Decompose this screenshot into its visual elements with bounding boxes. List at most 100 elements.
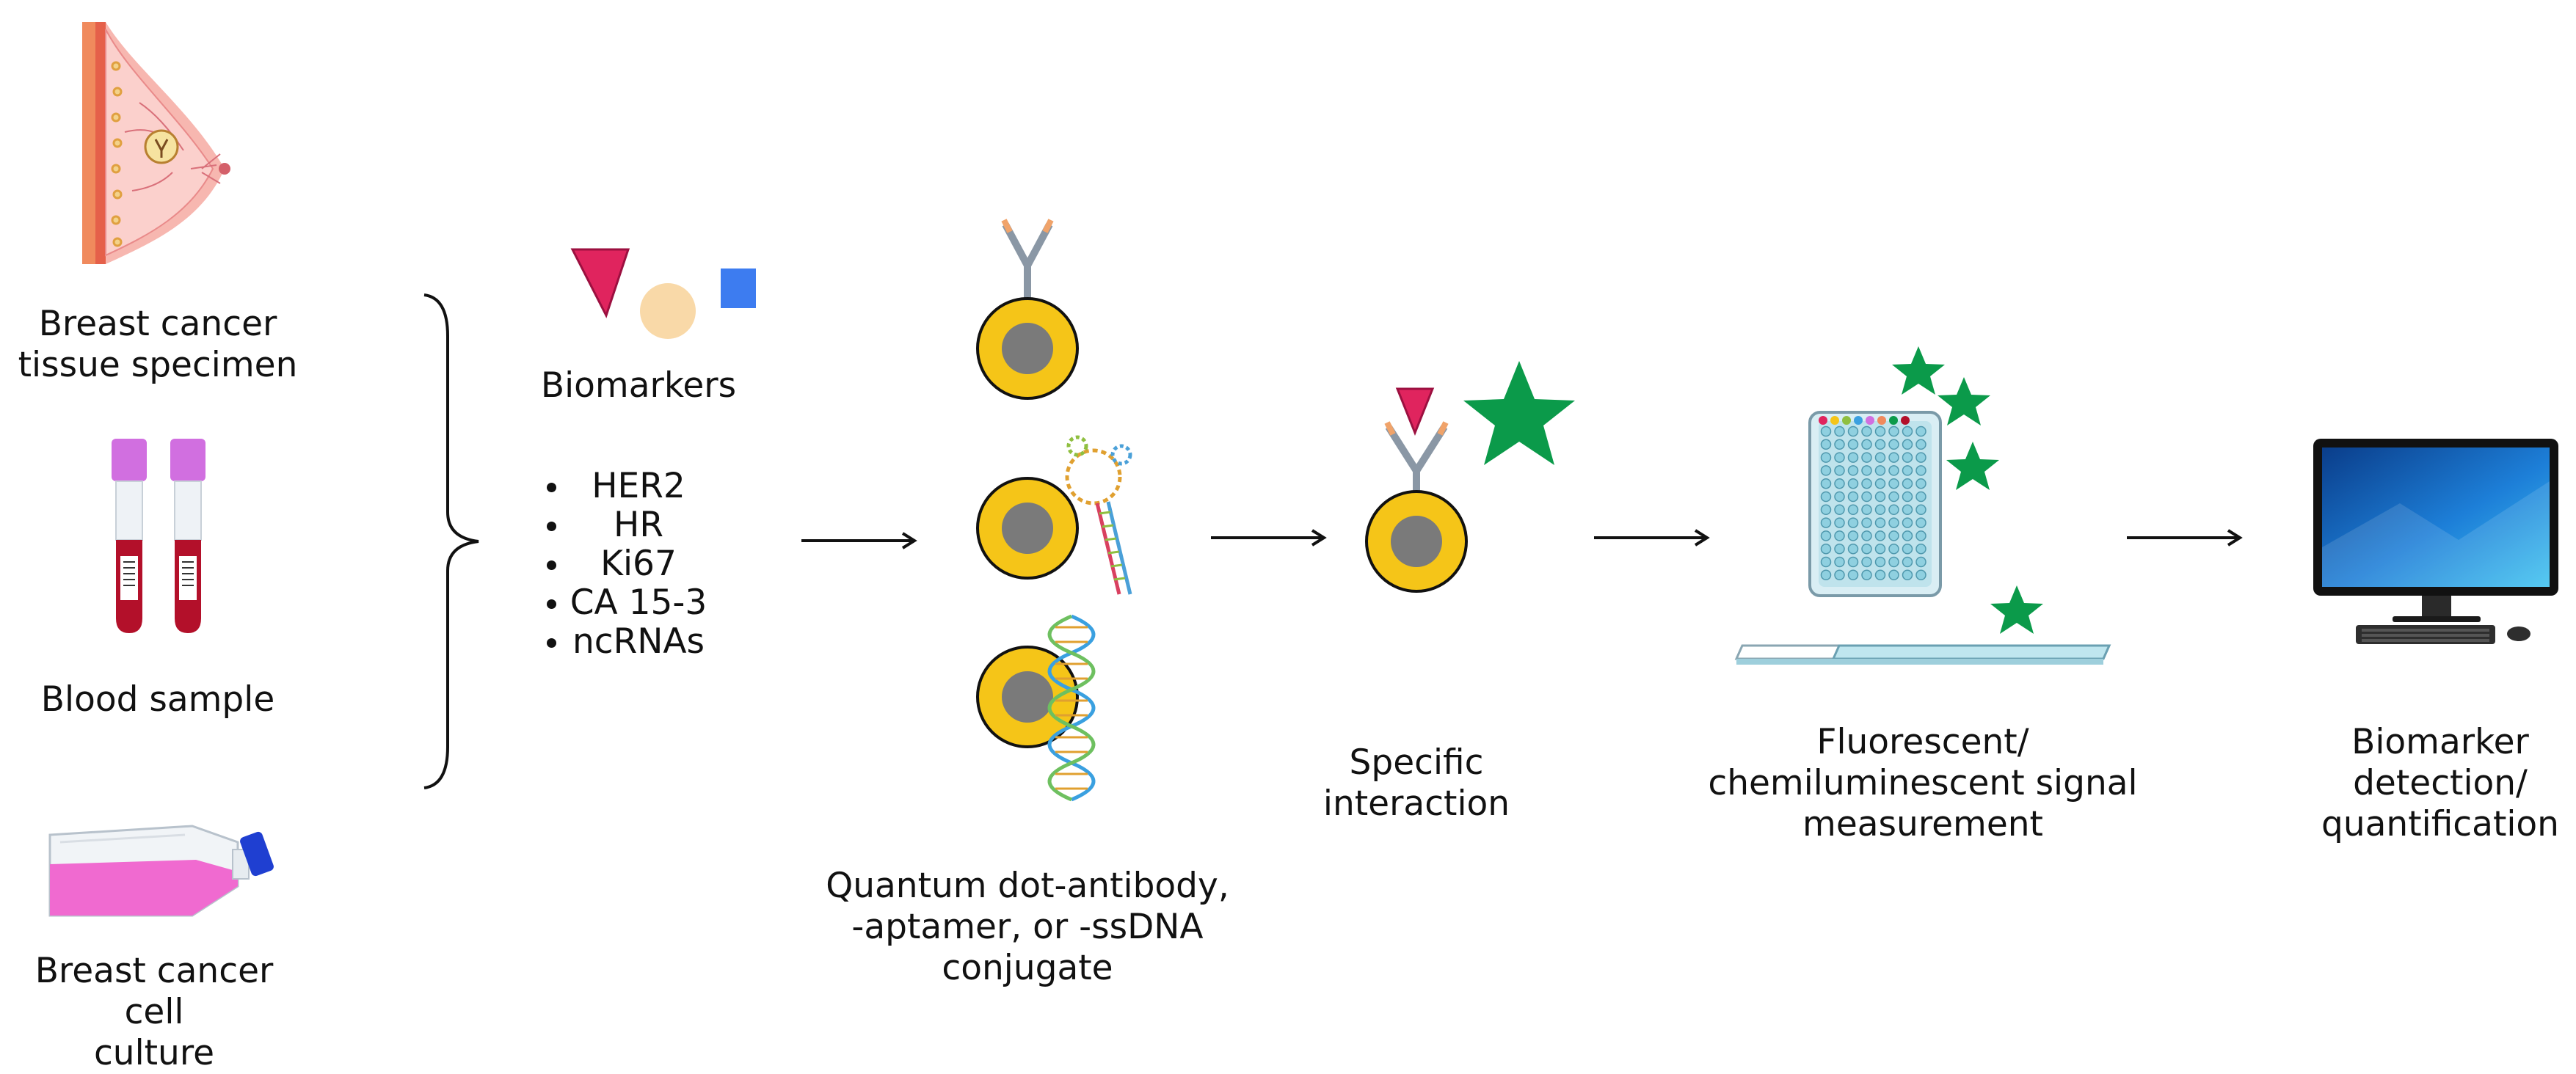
blood-tubes-icon [112, 439, 205, 633]
plate-well [1915, 425, 1926, 437]
plate-well [1834, 439, 1845, 450]
plate-well [1861, 491, 1872, 503]
plate-well [1888, 530, 1899, 541]
plate-well [1874, 465, 1886, 476]
plate-well [1874, 556, 1886, 568]
plate-well [1861, 556, 1872, 568]
plate-well [1915, 452, 1926, 463]
curly-brace [423, 293, 479, 789]
plate-well [1915, 569, 1926, 581]
plate-well [1902, 504, 1913, 516]
plate-well [1915, 530, 1926, 541]
plate-well [1847, 569, 1859, 581]
plate-well [1902, 517, 1913, 528]
plate-well [1834, 569, 1845, 581]
plate-well [1888, 556, 1899, 568]
plate-well [1820, 543, 1832, 555]
star-icon [1990, 585, 2043, 634]
plate-well [1847, 491, 1859, 503]
plate-well [1820, 465, 1832, 476]
plate-well [1902, 439, 1913, 450]
plate-well [1888, 491, 1899, 503]
plate-well [1820, 425, 1832, 437]
plate-well [1915, 504, 1926, 516]
plate-well [1820, 439, 1832, 450]
plate-well [1888, 569, 1899, 581]
plate-well [1915, 478, 1926, 489]
plate-well [1874, 517, 1886, 528]
plate-well [1820, 504, 1832, 516]
interaction-label: Specific interaction [1322, 742, 1510, 824]
plate-well [1847, 465, 1859, 476]
plate-well [1902, 530, 1913, 541]
plate-well [1820, 530, 1832, 541]
plate-well [1861, 543, 1872, 555]
plate-well [1847, 439, 1859, 450]
plate-well [1874, 569, 1886, 581]
plate-well [1874, 530, 1886, 541]
plate-well [1888, 465, 1899, 476]
plate-well [1861, 465, 1872, 476]
plate-well [1847, 504, 1859, 516]
plate-well [1861, 478, 1872, 489]
conjugate-label: Quantum dot-antibody, -aptamer, or -ssDN… [826, 866, 1229, 988]
plate-well [1915, 543, 1926, 555]
plate-well [1834, 478, 1845, 489]
biomarker-shapes [570, 248, 756, 339]
arrow-1 [801, 532, 917, 549]
plate-well [1874, 543, 1886, 555]
plate-well [1874, 504, 1886, 516]
aptamer-icon [1065, 435, 1132, 595]
cell-culture-flask-icon [48, 825, 274, 917]
plate-well [1888, 517, 1899, 528]
breast-tissue-icon [82, 22, 230, 264]
plate-well [1834, 543, 1845, 555]
signal-measurement-illustration [1734, 346, 2111, 665]
plate-well [1902, 465, 1913, 476]
plate-well [1915, 465, 1926, 476]
plate-well [1888, 504, 1899, 516]
star-icon [1946, 442, 1999, 490]
tissue-label: Breast cancer tissue specimen [18, 304, 298, 385]
plate-well [1888, 439, 1899, 450]
star-icon [1938, 377, 1990, 425]
triangle-marker-icon [570, 248, 630, 318]
blood-label: Blood sample [40, 679, 275, 720]
plate-well [1902, 543, 1913, 555]
arrow-3 [1594, 529, 1710, 547]
plate-well [1902, 478, 1913, 489]
plate-well [1902, 491, 1913, 503]
plate-well [1861, 439, 1872, 450]
plate-well [1861, 530, 1872, 541]
star-icon [1463, 361, 1575, 465]
plate-well [1902, 452, 1913, 463]
plate-well [1888, 478, 1899, 489]
plate-well [1902, 556, 1913, 568]
plate-well [1861, 517, 1872, 528]
plate-well [1820, 491, 1832, 503]
plate-well [1902, 425, 1913, 437]
biomarker-item: HR [543, 505, 734, 544]
plate-well [1861, 452, 1872, 463]
antibody-icon [1001, 219, 1054, 308]
interaction-illustration [1365, 361, 1575, 593]
plate-well [1834, 465, 1845, 476]
plate-well [1861, 569, 1872, 581]
plate-well [1820, 517, 1832, 528]
plate-well [1888, 452, 1899, 463]
detection-label: Biomarker detection/ quantification [2321, 722, 2559, 844]
plate-well [1902, 569, 1913, 581]
plate-well [1874, 425, 1886, 437]
slide-icon [1734, 644, 2111, 665]
plate-well [1874, 439, 1886, 450]
plate-well [1834, 425, 1845, 437]
culture-label: Breast cancer cell culture [34, 951, 274, 1073]
plate-well [1888, 543, 1899, 555]
plate-well [1861, 425, 1872, 437]
biomarker-list: HER2 HR Ki67 CA 15-3 ncRNAs [543, 467, 734, 661]
well-plate-icon [1808, 411, 1942, 597]
plate-well [1820, 556, 1832, 568]
plate-well [1834, 530, 1845, 541]
star-icon [1892, 346, 1945, 395]
plate-well [1847, 556, 1859, 568]
